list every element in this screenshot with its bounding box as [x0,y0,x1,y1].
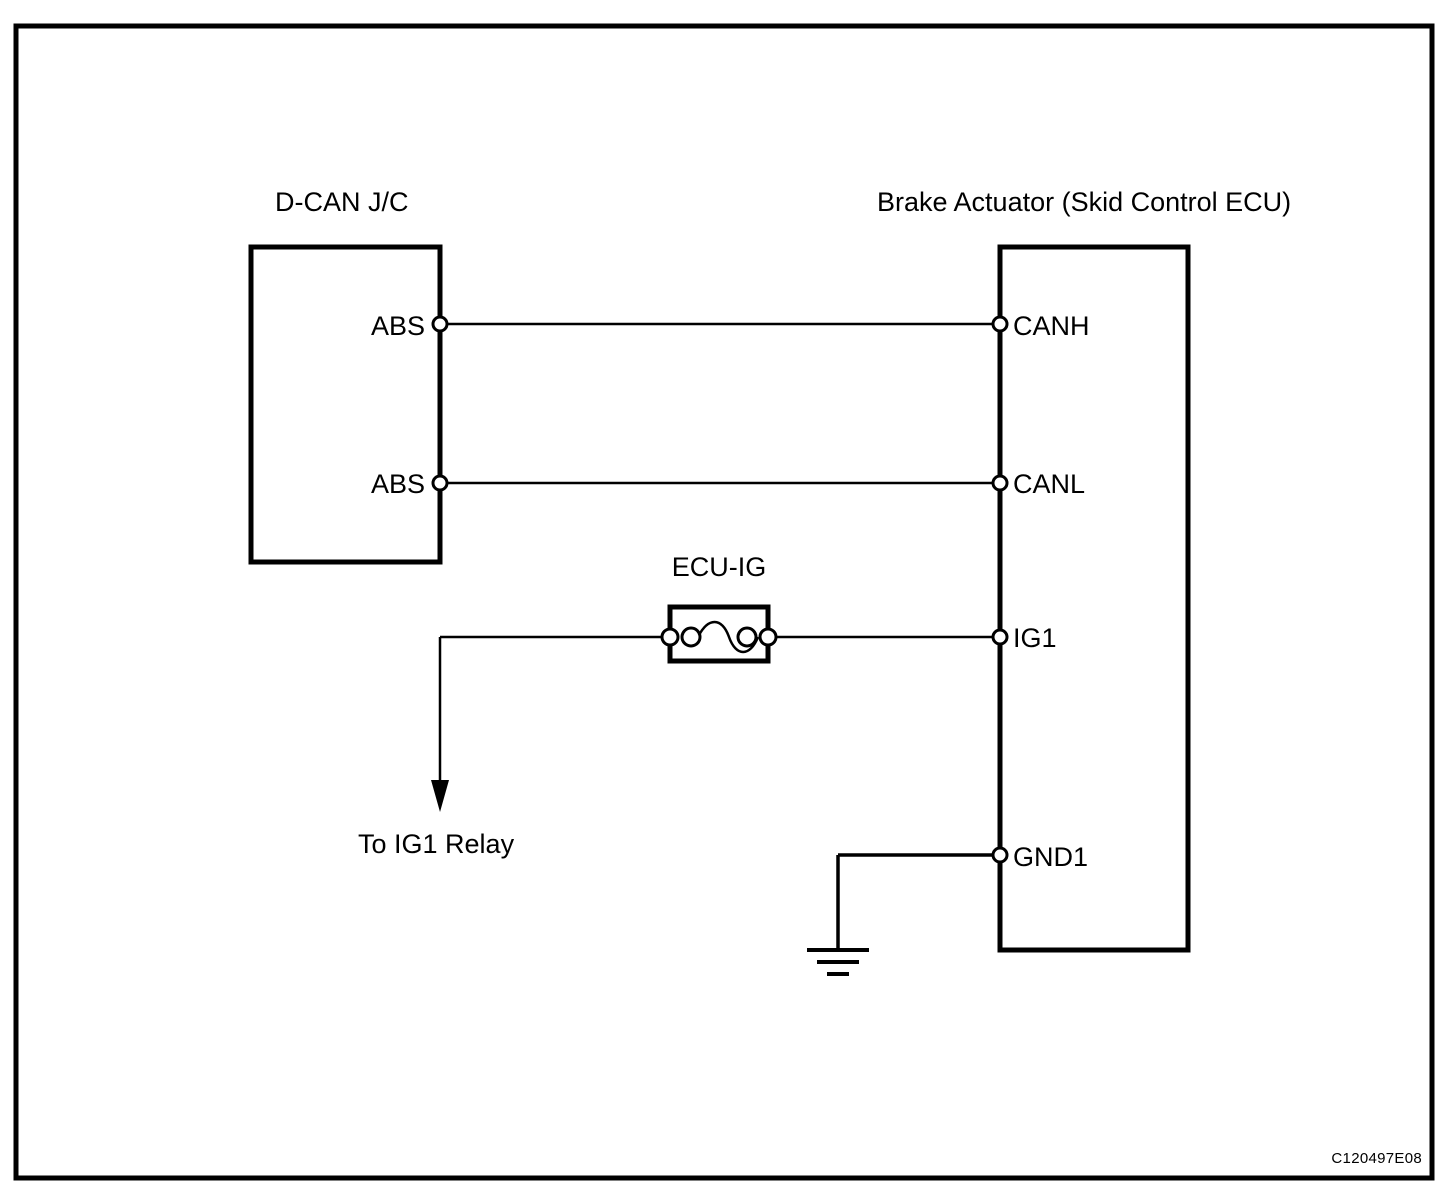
brake-actuator-terminal-label-canl: CANL [1013,469,1085,499]
fuse-icon [660,604,778,664]
ecu-ig-fuse-label: ECU-IG [672,552,767,582]
diagram-frame-border [13,23,1435,1181]
d-can-jc-box [248,244,443,565]
to-ig1-relay-label: To IG1 Relay [358,829,515,859]
arrow-down-icon [431,780,449,812]
d-can-jc-title: D-CAN J/C [275,187,409,217]
terminal-node-canl [991,474,1009,492]
brake-actuator-terminal-label-canh: CANH [1013,311,1090,341]
terminal-node-ig1 [991,628,1009,646]
brake-actuator-terminal-label-gnd1: GND1 [1013,842,1088,872]
terminal-node-abs-1 [431,315,449,333]
brake-actuator-title: Brake Actuator (Skid Control ECU) [877,187,1291,217]
brake-actuator-terminal-label-ig1: IG1 [1013,623,1057,653]
ground-icon [807,948,869,976]
terminal-node-canh [991,315,1009,333]
d-can-jc-terminal-label-abs-2: ABS [371,469,425,499]
brake-actuator-box [997,244,1191,953]
terminal-node-abs-2 [431,474,449,492]
terminal-node-gnd1 [991,846,1009,864]
d-can-jc-terminal-label-abs-1: ABS [371,311,425,341]
diagram-reference-code: C120497E08 [1331,1150,1422,1167]
